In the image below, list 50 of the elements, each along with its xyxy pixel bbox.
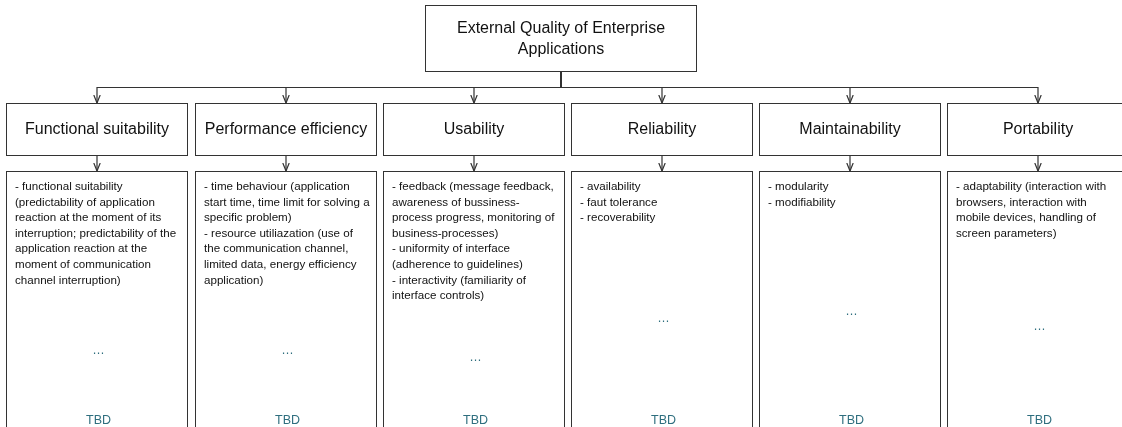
note-text: TBD [838, 413, 865, 427]
arrow [470, 155, 478, 172]
list-item: - feedback (message feedback, awareness of bussiness-process progress, monitoring of business-processes) [392, 178, 556, 241]
note-text: TBD [462, 413, 489, 427]
arrow [658, 155, 666, 172]
list-item: - availability [580, 178, 642, 194]
category-box [759, 103, 941, 156]
box-title: External Quality of Enterprise Applications [455, 17, 667, 59]
arrow [846, 155, 854, 172]
note-text: … [91, 342, 106, 358]
list-item: - modifiability [768, 193, 837, 210]
note-text: TBD [650, 413, 677, 427]
list-item: - uniformity of interface (adherence to guidelines) [392, 240, 524, 272]
category-box [571, 103, 753, 156]
note-text: TBD [274, 413, 301, 427]
root-box [425, 5, 697, 72]
box-title: Performance efficiency [204, 119, 368, 140]
note-text: TBD [1026, 413, 1053, 427]
list-item: - functional suitability (predictability of application reaction at the moment of its interruption; predictability of the application reaction at the moment of communication channel interruption) [15, 178, 178, 288]
category-box [383, 103, 565, 156]
list-item: - modularity [768, 178, 830, 194]
arrow [1034, 155, 1042, 172]
detail-box [6, 171, 188, 427]
detail-box [947, 171, 1122, 427]
list-item: - time behaviour (application start time, time limit for solving a specific problem) [204, 178, 371, 225]
note-text: … [656, 311, 671, 327]
box-title: Usability [443, 119, 505, 140]
box-title: Portability [1002, 119, 1074, 140]
detail-box [195, 171, 377, 427]
note-text: TBD [85, 413, 112, 427]
list-item: - adaptability (interaction with browsers, interaction with mobile devices, handling of screen parameters) [956, 178, 1108, 241]
note-text: … [280, 342, 295, 358]
detail-box [759, 171, 941, 427]
list-item: - recoverability [580, 209, 657, 225]
category-box [947, 103, 1122, 156]
list-item: - faut tolerance [580, 193, 659, 210]
category-box [195, 103, 377, 156]
list-item: - resource utiliazation (use of the communication channel, limited data, energy efficiency application) [204, 224, 358, 288]
category-box [6, 103, 188, 156]
note-text: … [468, 350, 483, 366]
detail-box [383, 171, 565, 427]
box-title: Functional suitability [24, 119, 170, 140]
note-text: … [844, 303, 859, 319]
detail-box [571, 171, 753, 427]
list-item: - interactivity (familiarity of interface controls) [392, 271, 527, 303]
note-text: … [1032, 319, 1047, 335]
arrow [93, 155, 101, 172]
box-title: Maintainability [799, 119, 901, 140]
arrow [282, 155, 290, 172]
box-title: Reliability [627, 119, 697, 140]
